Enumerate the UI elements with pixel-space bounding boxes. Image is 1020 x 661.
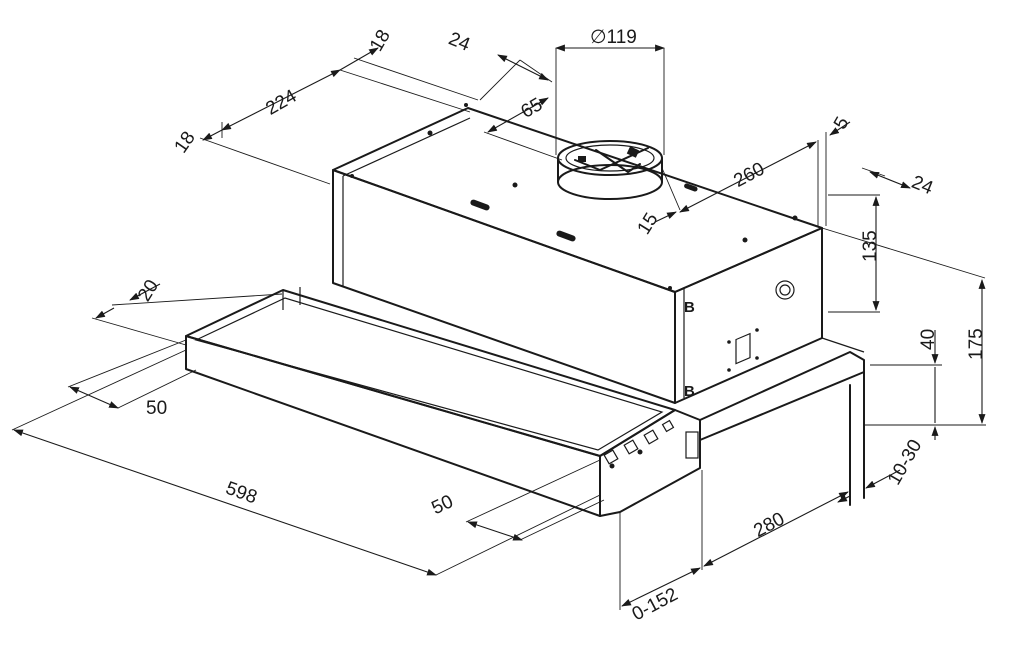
label-10-30: 10-30 — [884, 436, 926, 489]
dim-0-152: 0-152 — [619, 512, 701, 625]
label-65: 65 — [518, 94, 547, 123]
control-panel — [603, 419, 699, 469]
label-18-left: 18 — [170, 128, 199, 157]
label-duct-diameter: ∅119 — [590, 27, 637, 48]
dim-598: 598 — [11, 349, 601, 576]
label-5: 5 — [830, 113, 853, 133]
dim-top-length: 18 224 18 — [170, 26, 479, 185]
b-marker-top: B — [684, 299, 695, 316]
label-224: 224 — [262, 85, 300, 119]
dim-heights: 135 40 175 — [828, 194, 987, 440]
side-panel-details — [727, 280, 795, 372]
label-40: 40 — [918, 329, 939, 350]
slide-out-visor — [185, 287, 865, 517]
dim-280: 280 — [701, 470, 849, 570]
exhaust-collar — [557, 140, 663, 200]
hood-body: B B — [332, 103, 823, 404]
label-135: 135 — [860, 230, 881, 262]
dim-50-left: 50 — [67, 339, 197, 419]
dim-24-top: 24 — [445, 28, 553, 101]
dim-duct-diameter: ∅119 — [555, 27, 665, 155]
dim-24-right: 24 — [821, 167, 986, 279]
b-marker-bottom: B — [684, 383, 695, 400]
label-50-front: 50 — [428, 491, 456, 519]
label-24-right: 24 — [908, 172, 936, 200]
label-20: 20 — [134, 276, 163, 305]
dim-10-30: 10-30 — [837, 436, 926, 503]
label-50-left: 50 — [146, 398, 167, 419]
label-24-top: 24 — [445, 28, 473, 56]
label-15: 15 — [634, 209, 663, 238]
label-260: 260 — [730, 159, 768, 192]
label-18-top: 18 — [366, 26, 395, 55]
label-280: 280 — [750, 509, 788, 542]
label-175: 175 — [966, 328, 987, 360]
dim-50-front: 50 — [428, 459, 605, 541]
